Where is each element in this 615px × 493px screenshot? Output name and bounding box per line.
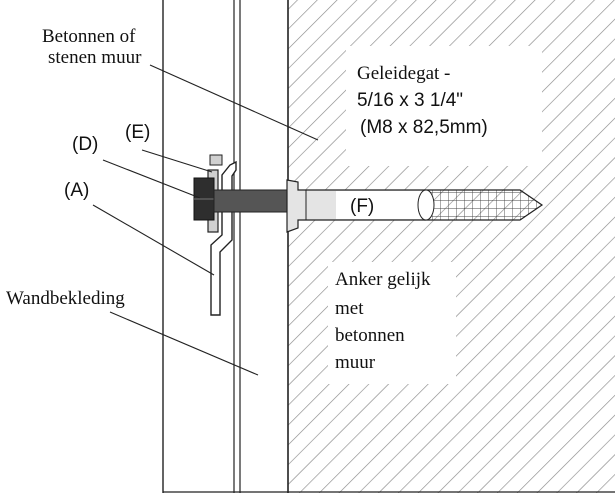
- label-wall-covering: Wandbekleding: [6, 288, 125, 309]
- label-anchor-1: Anker gelijk: [335, 269, 431, 290]
- label-part-a: (A): [64, 180, 89, 201]
- label-pilot-hole-2: 5/16 x 3 1/4": [357, 90, 463, 111]
- label-part-d: (D): [72, 134, 98, 155]
- label-anchor-3: betonnen: [335, 325, 405, 346]
- leader-e: [141, 149, 213, 173]
- label-wall-2: stenen muur: [48, 47, 142, 68]
- label-part-e: (E): [125, 122, 150, 143]
- washer-e-top: [209, 154, 223, 166]
- label-anchor-2: met: [335, 298, 364, 319]
- anchor-box: [328, 262, 456, 384]
- leader-wall: [149, 64, 319, 141]
- label-wall-1: Betonnen of: [42, 26, 136, 47]
- plug-label-box: [336, 191, 422, 219]
- label-pilot-hole-1: Geleidegat -: [357, 63, 450, 84]
- leader-a: [92, 204, 215, 276]
- pilot-hole-box: [346, 46, 542, 166]
- label-pilot-hole-3: (M8 x 82,5mm): [360, 117, 488, 138]
- leader-wall-covering: [109, 311, 259, 376]
- bolt-shaft: [213, 189, 291, 213]
- leader-d: [102, 159, 201, 199]
- label-anchor-4: muur: [335, 352, 376, 373]
- label-part-f: (F): [350, 196, 374, 217]
- screw-thread: [424, 189, 544, 221]
- screw-thread-start: [417, 189, 435, 221]
